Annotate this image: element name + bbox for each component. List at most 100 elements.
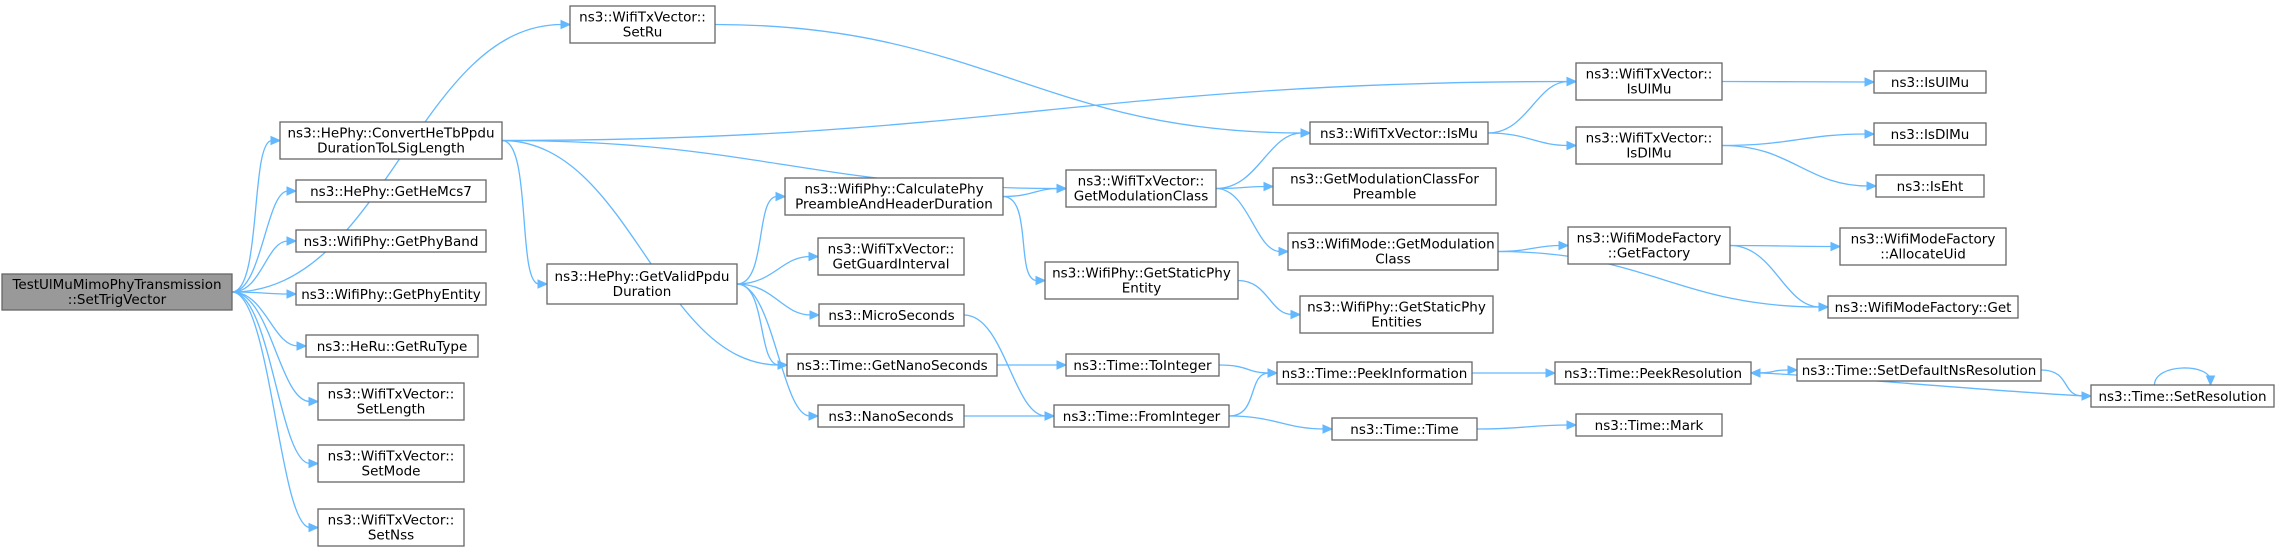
edge-isUlMu-to-ns3IsUlMu [1721,80,1867,83]
edge-root-to-convert [231,139,273,293]
edge-root-to-getPhyBand [231,240,289,293]
node-label: ::SetTrigVector [68,292,167,308]
arrowhead-setRes-to-setRes [2205,375,2216,387]
node-setRes[interactable]: ns3::Time::SetResolution [2090,384,2275,408]
node-label: ns3::WifiPhy::GetStaticPhy [1052,266,1231,282]
arrowhead-modeGetMod-to-getFactory [1558,240,1570,251]
node-box [1065,353,1220,377]
edge-getValid-to-micro [736,283,812,316]
node-timeTime[interactable]: ns3::Time::Time [1331,417,1478,441]
node-label: ns3::WifiPhy::GetPhyEntity [301,287,481,303]
node-label: SetMode [362,464,421,480]
node-setDefRes[interactable]: ns3::Time::SetDefaultNsResolution [1796,358,2042,382]
node-label: ns3::WifiTxVector:: [1078,174,1205,190]
node-box [1,273,233,311]
node-label: ns3::HePhy::ConvertHeTbPpdu [287,126,494,142]
node-label: ns3::Time::ToInteger [1073,358,1212,374]
node-setLength[interactable]: ns3::WifiTxVector::SetLength [317,382,465,421]
node-setNss[interactable]: ns3::WifiTxVector::SetNss [317,508,465,547]
arrowhead-staticPhyEntity-to-staticPhyEntities [1290,309,1302,320]
edge-fromInteger-to-peekInfo [1228,372,1270,417]
node-label: ns3::MicroSeconds [828,308,954,324]
node-fromInteger[interactable]: ns3::Time::FromInteger [1053,404,1230,428]
arrowhead-nano-to-fromInteger [1044,411,1056,421]
node-ns3IsDlMu[interactable]: ns3::IsDlMu [1873,122,1987,146]
node-label: ::GetFactory [1608,246,1690,262]
arrowhead-root-to-convert [270,135,282,146]
edge-getValid-to-calcPhy [736,195,778,285]
node-setMode[interactable]: ns3::WifiTxVector::SetMode [317,444,465,483]
node-label: ns3::IsUlMu [1891,75,1969,91]
arrowhead-getValid-to-guard [808,251,820,262]
arrowhead-peekRes-to-setDefRes [1787,365,1799,375]
node-getPhyEntity[interactable]: ns3::WifiPhy::GetPhyEntity [295,282,487,306]
arrowhead-root-to-getRuType [296,341,308,351]
edge-isMu-to-isDlMu [1487,132,1569,147]
node-box [1065,169,1217,208]
node-box [295,229,487,253]
node-modeGetMod[interactable]: ns3::WifiMode::GetModulationClass [1287,232,1499,271]
node-label: Preamble [1353,187,1417,203]
arrowhead-getValid-to-calcPhy [775,191,787,202]
node-box [1554,361,1752,385]
arrowhead-isUlMu-to-ns3IsUlMu [1864,77,1876,87]
arrowhead-getModClass-to-modeGetMod [1278,246,1290,257]
node-box [317,508,465,547]
node-box [817,237,965,276]
node-factoryGet[interactable]: ns3::WifiModeFactory::Get [1827,295,2019,319]
node-micro[interactable]: ns3::MicroSeconds [818,303,965,327]
node-isDlMu[interactable]: ns3::WifiTxVector::IsDlMu [1575,126,1723,165]
node-root[interactable]: TestUlMuMimoPhyTransmission::SetTrigVect… [1,273,233,311]
node-getPhyBand[interactable]: ns3::WifiPhy::GetPhyBand [295,229,487,253]
node-label: ns3::NanoSeconds [828,409,953,425]
node-setRu[interactable]: ns3::WifiTxVector::SetRu [569,5,716,44]
node-isUlMu[interactable]: ns3::WifiTxVector::IsUlMu [1575,62,1723,101]
node-label: SetRu [623,25,663,41]
node-isEht[interactable]: ns3::IsEht [1875,174,1985,198]
node-toInteger[interactable]: ns3::Time::ToInteger [1065,353,1220,377]
arrowhead-timeTime-to-mark [1566,420,1578,430]
node-getHeMcs7[interactable]: ns3::HePhy::GetHeMcs7 [295,179,487,203]
node-box [2090,384,2275,408]
arrowhead-getValid-to-micro [809,310,821,320]
node-box [1873,122,1987,146]
node-ns3IsUlMu[interactable]: ns3::IsUlMu [1873,70,1987,94]
node-guard[interactable]: ns3::WifiTxVector::GetGuardInterval [817,237,965,276]
node-peekInfo[interactable]: ns3::Time::PeekInformation [1276,361,1473,385]
node-mark[interactable]: ns3::Time::Mark [1575,413,1723,437]
node-getNano[interactable]: ns3::Time::GetNanoSeconds [786,353,998,377]
node-nano[interactable]: ns3::NanoSeconds [817,404,965,428]
node-box [1575,126,1723,165]
edge-getFactory-to-allocUid [1729,244,1833,248]
node-box [1272,167,1497,206]
arrowhead-root-to-setLength [308,396,320,407]
node-getRuType[interactable]: ns3::HeRu::GetRuType [305,334,479,358]
node-label: ns3::WifiTxVector:: [1586,67,1713,83]
edge-getModClass-to-modForPreamble [1215,185,1266,190]
node-label: ns3::WifiModeFactory [1577,231,1722,247]
node-label: ns3::Time::Mark [1595,418,1704,434]
node-allocUid[interactable]: ns3::WifiModeFactory::AllocateUid [1839,227,2007,266]
node-label: ns3::Time::Time [1350,422,1458,438]
node-label: ::AllocateUid [1880,247,1966,263]
node-label: TestUlMuMimoPhyTransmission [11,277,221,293]
node-label: Entities [1371,315,1422,331]
node-convert[interactable]: ns3::HePhy::ConvertHeTbPpduDurationToLSi… [279,121,503,160]
node-label: Class [1375,252,1411,268]
node-label: ns3::WifiTxVector:: [1586,131,1713,147]
arrowhead-getFactory-to-factoryGet [1818,302,1830,312]
node-box [305,334,479,358]
node-box [1575,413,1723,437]
node-peekRes[interactable]: ns3::Time::PeekResolution [1554,361,1752,385]
node-calcPhy[interactable]: ns3::WifiPhy::CalculatePhyPreambleAndHea… [784,177,1004,216]
node-isMu[interactable]: ns3::WifiTxVector::IsMu [1309,121,1489,145]
node-label: Duration [613,284,672,300]
node-getModClass[interactable]: ns3::WifiTxVector::GetModulationClass [1065,169,1217,208]
node-label: IsDlMu [1626,146,1671,162]
node-getFactory[interactable]: ns3::WifiModeFactory::GetFactory [1567,226,1731,265]
edge-isDlMu-to-ns3IsDlMu [1721,133,1867,147]
